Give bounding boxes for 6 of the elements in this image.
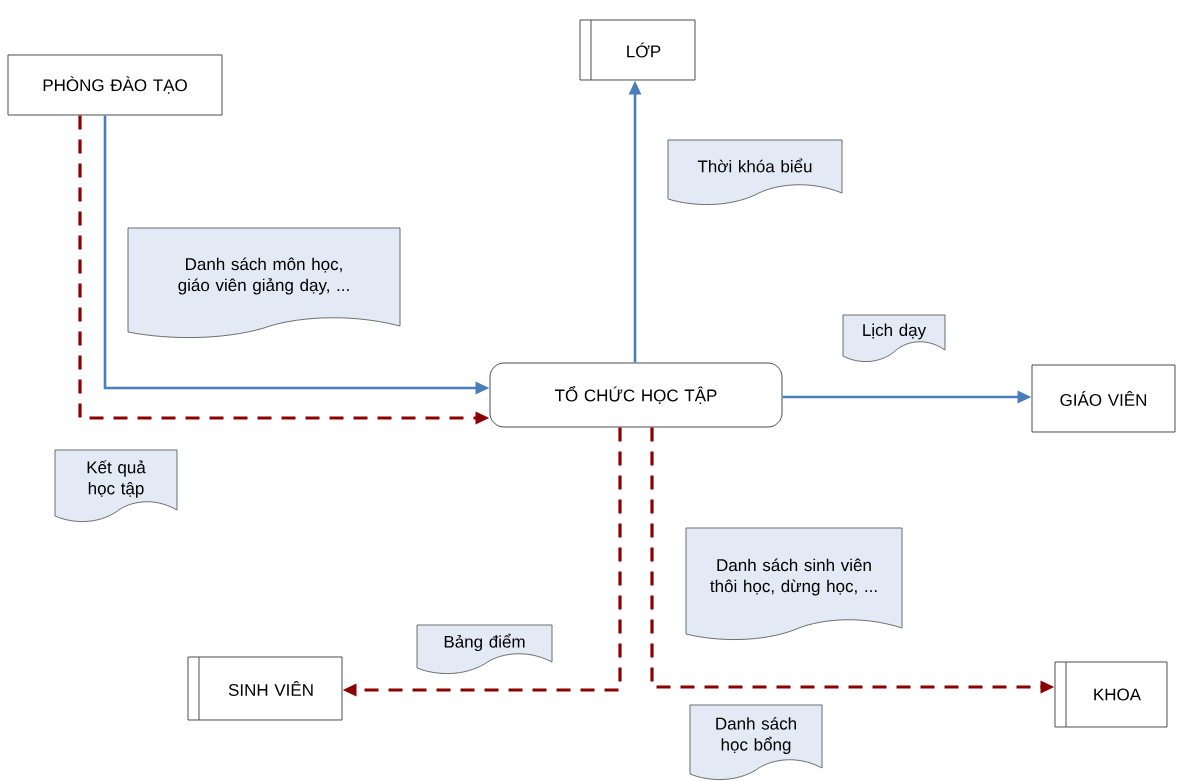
process-box: TỔ CHỨC HỌC TẬP bbox=[489, 362, 783, 428]
data-store-box: LỚP bbox=[579, 19, 696, 81]
data-store-box: KHOA bbox=[1054, 661, 1168, 728]
external-entity-box: PHÒNG ĐÀO TẠO bbox=[7, 54, 223, 116]
external-entity-box: GIÁO VIÊN bbox=[1031, 364, 1176, 433]
data-store-box: SINH VIÊN bbox=[187, 656, 343, 721]
